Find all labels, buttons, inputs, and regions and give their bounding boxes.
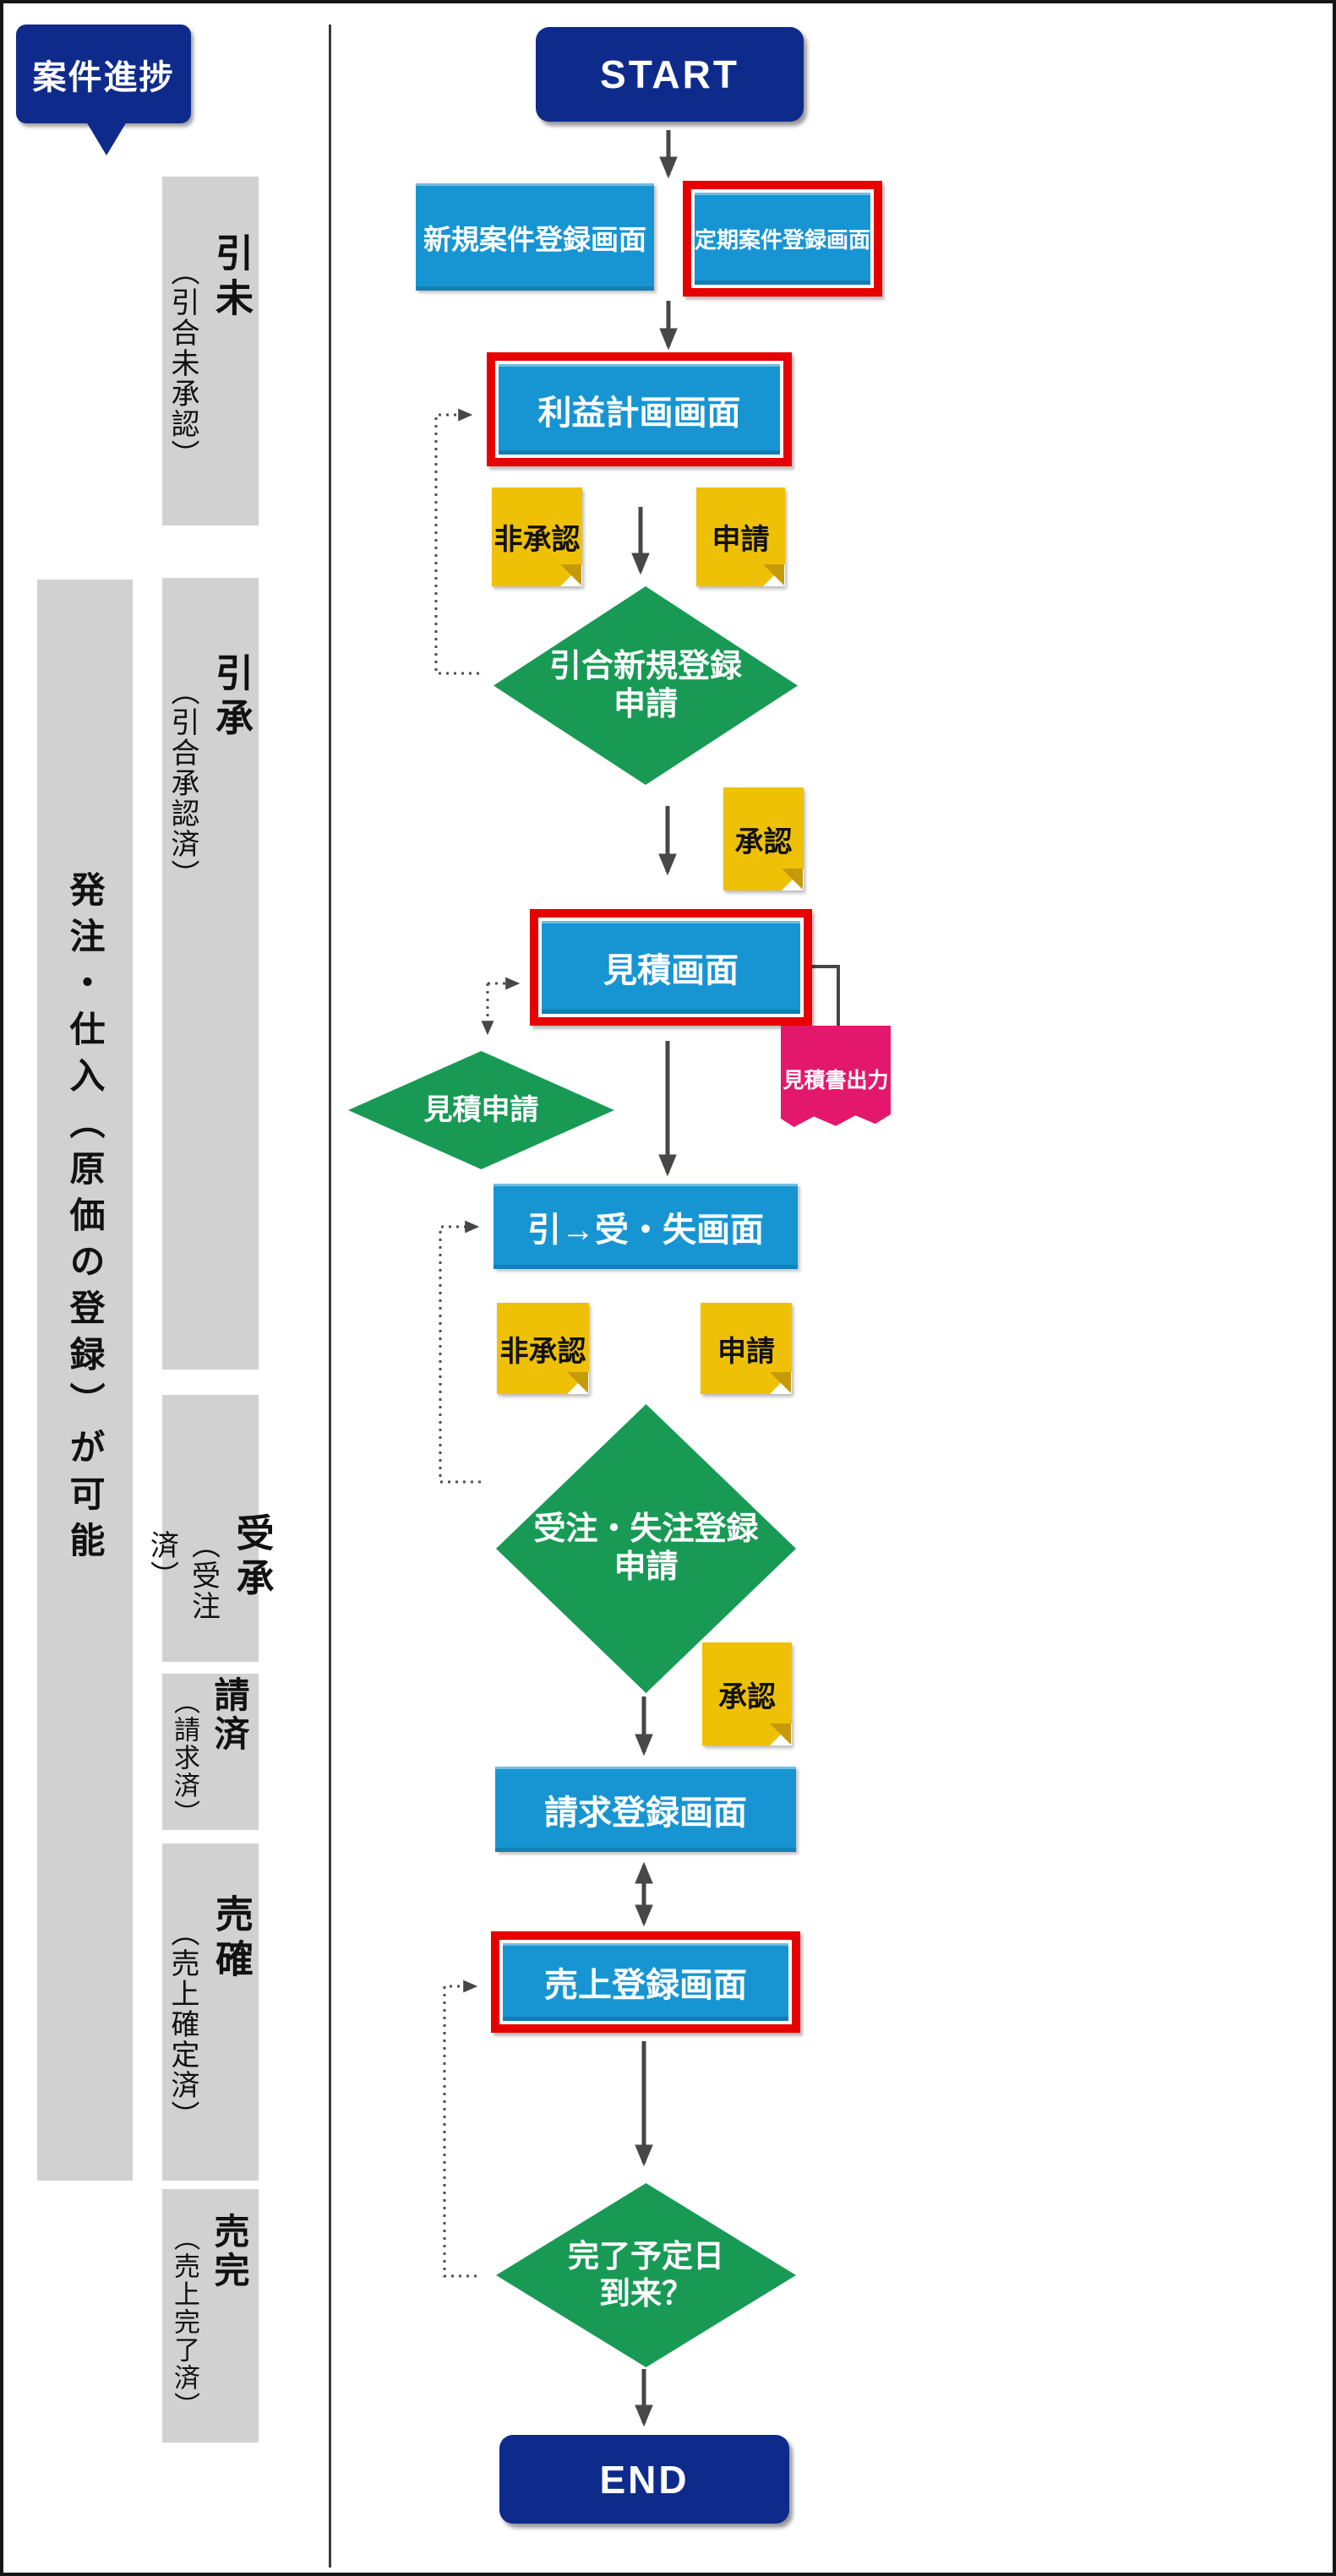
stage-bar-billed: 請済 （請求済） [162, 1674, 259, 1830]
stage-sub-label: （引合未承認） [166, 256, 199, 470]
sticky-note-approve-2: 承認 [702, 1642, 792, 1745]
stage-bar-sales-fixed: 売確 （売上確定済） [162, 1844, 259, 2181]
stage-label: 引承 [210, 652, 253, 743]
sidebar-divider-line [329, 25, 331, 2568]
sticky-approve-label: 承認 [718, 1680, 776, 1713]
sticky-apply-label: 申請 [717, 1335, 775, 1368]
sticky-reject-label: 非承認 [499, 1335, 586, 1368]
screen-new-case-label: 新規案件登録画面 [423, 223, 646, 255]
stage-text: 引未 （引合未承認） [162, 233, 259, 470]
quote-output-note: 見積書出力 [781, 1026, 891, 1127]
stage-label: 引未 [210, 232, 253, 323]
stage-bar-sales-completed: 売完 （売上完了済） [162, 2189, 259, 2443]
loop-order-decision-to-inquiry-result [439, 1220, 481, 1484]
stage-bar-inquiry-unapproved: 引未 （引合未承認） [162, 177, 259, 526]
loop-completion-decision-to-sales [443, 1980, 478, 2278]
screen-quotation-highlighted: 見積画面 [530, 909, 812, 1026]
start-node: START [536, 27, 804, 122]
screen-quotation-label: 見積画面 [603, 952, 739, 989]
screen-sales-highlighted: 売上登録画面 [491, 1931, 800, 2033]
sticky-note-apply-1: 申請 [696, 487, 785, 586]
stage-text: 受承 （受注済） [142, 1513, 280, 1662]
screen-sales: 売上登録画面 [503, 1943, 788, 2021]
sticky-approve-label: 承認 [734, 825, 793, 858]
stage-text: 請済 （請求済） [166, 1676, 255, 1827]
sticky-reject-label: 非承認 [494, 524, 581, 556]
screen-quotation: 見積画面 [542, 921, 800, 1014]
stage-label: 売確 [210, 1893, 253, 1984]
screen-new-case: 新規案件登録画面 [416, 183, 654, 291]
end-node: END [499, 2435, 789, 2524]
stage-sub-label: （受注済） [145, 1530, 220, 1621]
decision-line: 申請 [613, 1549, 679, 1585]
start-label: START [600, 52, 739, 96]
quote-output-label: 見積書出力 [783, 1068, 889, 1092]
screen-periodic-case-label: 定期案件登録画面 [695, 227, 871, 253]
order-possible-bar: 発注・仕入（原価の登録）が可能 [37, 580, 133, 2181]
progress-callout-label: 案件進捗 [32, 58, 175, 96]
loop-inquiry-decision-to-profit-plan [434, 408, 479, 675]
decision-line: 見積申請 [423, 1093, 539, 1126]
stage-bar-order-received: 受承 （受注済） [146, 1395, 274, 1662]
screen-periodic-case: 定期案件登録画面 [695, 193, 871, 285]
screen-sales-label: 売上登録画面 [544, 1967, 747, 2004]
order-possible-note: 発注・仕入（原価の登録）が可能 [65, 871, 105, 1568]
screen-profit-plan: 利益計画画面 [499, 364, 780, 455]
stage-text: 売確 （売上確定済） [162, 1894, 259, 2131]
end-label: END [599, 2457, 690, 2502]
decision-line: 完了予定日 [568, 2239, 724, 2274]
screen-billing-label: 請求登録画面 [544, 1794, 747, 1832]
screen-inquiry-result: 引→受・失画面 [494, 1184, 798, 1269]
sticky-apply-label: 申請 [712, 524, 770, 556]
screen-profit-plan-label: 利益計画画面 [537, 394, 741, 432]
stage-text: 引承 （引合承認済） [162, 653, 259, 890]
decision-line: 申請 [613, 686, 678, 722]
decision-line: 受注・失注登録 [533, 1511, 759, 1548]
stage-sub-label: （売上完了済） [170, 2224, 199, 2420]
screen-inquiry-result-label: 引→受・失画面 [527, 1211, 764, 1249]
sticky-note-approve-1: 承認 [723, 787, 804, 890]
callout-tail-icon [86, 122, 127, 155]
stage-sub-label: （請求済） [170, 1688, 199, 1827]
stage-label: 請済 [210, 1676, 249, 1754]
decision-line: 引合新規登録 [548, 648, 742, 684]
sticky-note-reject-1: 非承認 [492, 487, 582, 586]
stage-bar-inquiry-approved: 引承 （引合承認済） [162, 578, 259, 1370]
decision-line: 到来？ [599, 2276, 693, 2311]
stage-sub-label: （引合承認済） [166, 676, 199, 890]
screen-billing: 請求登録画面 [495, 1767, 796, 1852]
screen-profit-plan-highlighted: 利益計画画面 [487, 352, 792, 466]
stage-sub-label: （売上確定済） [166, 1917, 199, 2131]
stage-text: 売完 （売上完了済） [166, 2213, 255, 2420]
stage-label: 受承 [230, 1513, 274, 1603]
sticky-note-apply-2: 申請 [701, 1303, 792, 1394]
stage-label: 売完 [210, 2212, 249, 2290]
screen-periodic-case-highlighted: 定期案件登録画面 [683, 181, 882, 297]
sticky-note-reject-2: 非承認 [497, 1303, 589, 1394]
progress-callout: 案件進捗 [16, 25, 191, 123]
